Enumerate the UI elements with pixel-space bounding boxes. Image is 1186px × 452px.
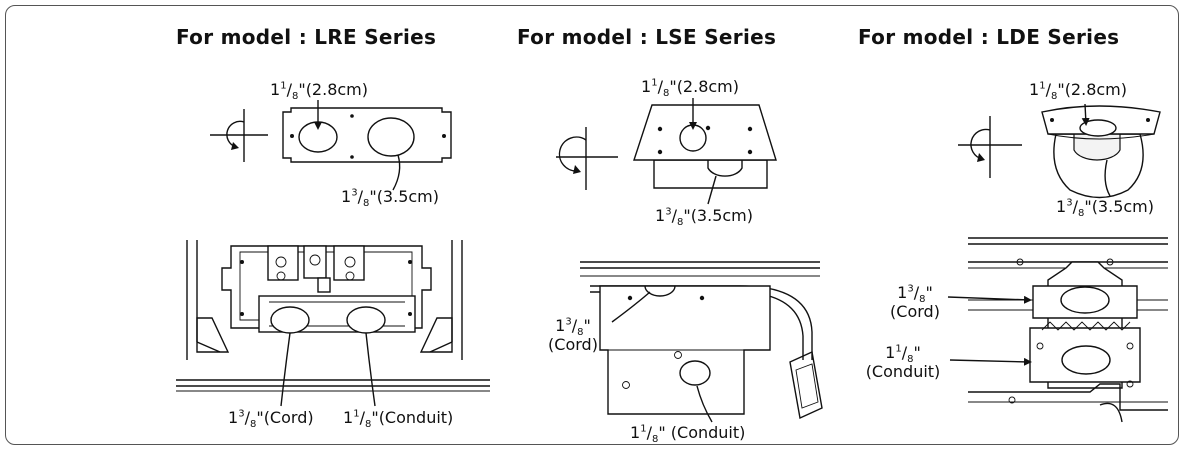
lde-rotation-icon [958,116,1022,178]
label-lde-hole-large: 13/8"(3.5cm) [1056,197,1154,220]
label-lre-hole-small: 11/8"(2.8cm) [270,80,368,103]
label-lse-cord: 13/8" (Cord) [548,316,598,354]
title-lse: For model : LSE Series [517,25,777,49]
label-lse-hole-small: 11/8"(2.8cm) [641,77,739,100]
lre-installed-box [176,240,490,392]
lse-rotation-icon [556,127,618,190]
title-lre: For model : LRE Series [176,25,437,49]
title-lde: For model : LDE Series [858,25,1120,49]
lre-junction-plate [282,107,452,163]
label-lde-cord: 13/8" (Cord) [890,283,940,321]
label-lse-hole-large: 13/8"(3.5cm) [655,206,753,229]
lre-rotation-icon [210,109,268,162]
diagram-frame [5,5,1179,445]
lde-installed-box [968,237,1168,423]
label-lre-hole-large: 13/8"(3.5cm) [341,187,439,210]
lse-junction-box [633,104,777,189]
label-lde-hole-small: 11/8"(2.8cm) [1029,80,1127,103]
lse-installed-box [580,261,823,420]
label-lse-conduit: 11/8" (Conduit) [630,423,746,446]
label-lre-cord: 13/8"(Cord) [228,408,314,431]
label-lde-conduit: 11/8" (Conduit) [865,343,941,381]
label-lre-conduit: 11/8"(Conduit) [343,408,454,431]
lde-junction-box [1041,105,1161,199]
